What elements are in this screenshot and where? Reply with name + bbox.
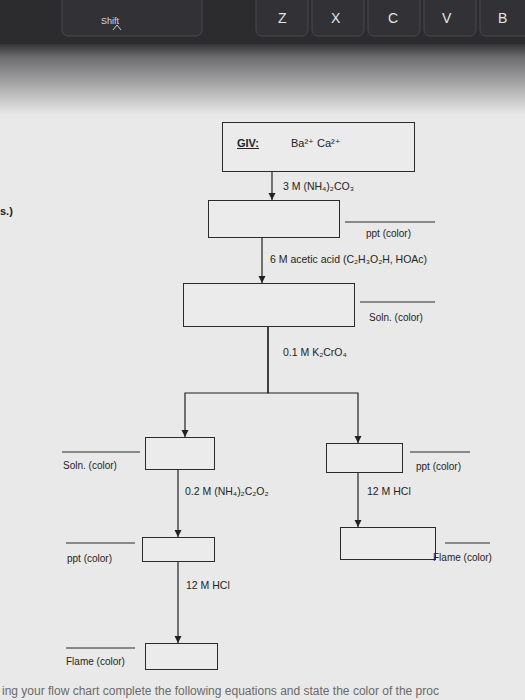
- answer-line: [62, 452, 140, 453]
- result-label: Flame (color): [433, 552, 492, 564]
- answer-lines: [62, 222, 490, 648]
- flow-arrow: [185, 327, 268, 437]
- flow-arrow: [271, 172, 272, 200]
- keyboard-key-label: C: [388, 10, 398, 26]
- result-box: Flame (color): [340, 527, 436, 560]
- flow-arrow: [177, 562, 178, 643]
- reagent-label: 6 M acetic acid (C₂H₃O₂H, HOAc): [270, 253, 427, 265]
- result-box: ppt (color): [326, 443, 403, 473]
- result-box: ppt (color): [142, 537, 215, 562]
- answer-line: [360, 302, 435, 303]
- reagent-label: 12 M HCl: [186, 579, 230, 591]
- keyboard-key: [256, 0, 308, 36]
- flow-arrow: [268, 327, 358, 443]
- result-box: ppt (color): [208, 200, 340, 238]
- keyboard-key-label: B: [498, 10, 507, 26]
- result-label: ppt (color): [416, 461, 461, 473]
- flow-arrow: [357, 473, 358, 527]
- sample-heading: GIV:: [237, 137, 259, 150]
- answer-line: [66, 543, 135, 544]
- reagent-label: 3 M (NH₄)₂CO₃: [283, 180, 354, 192]
- reagent-label: 0.2 M (NH₄)₂C₂O₂: [185, 485, 269, 497]
- reagent-label: 0.1 M K₂CrO₄: [283, 346, 347, 358]
- result-label: Flame (color): [66, 656, 125, 668]
- flow-arrow: [261, 238, 262, 283]
- keyboard-key-label: V: [442, 10, 451, 26]
- answer-line: [445, 543, 490, 544]
- result-label: Soln. (color): [369, 312, 423, 324]
- keyboard-key: [424, 0, 476, 36]
- result-box: Soln. (color): [145, 437, 215, 470]
- keyboard-key: [368, 0, 420, 36]
- flow-arrow: [177, 470, 178, 537]
- keyboard-key: [62, 0, 202, 36]
- keyboard-key: [312, 0, 364, 36]
- sample-box: GIV: Ba²⁺ Ca²⁺: [222, 122, 415, 172]
- question-number: s.): [0, 205, 13, 218]
- keyboard-key-label: Z: [278, 10, 287, 26]
- result-label: Soln. (color): [63, 460, 117, 472]
- keyboard-key-label: X: [331, 10, 340, 26]
- answer-line: [410, 452, 470, 453]
- result-label: ppt (color): [67, 553, 112, 565]
- instruction-text: ing your flow chart complete the followi…: [2, 685, 439, 699]
- result-label: ppt (color): [366, 228, 411, 240]
- keyboard-key: [480, 0, 525, 36]
- ion-list: Ba²⁺ Ca²⁺: [291, 137, 341, 150]
- answer-line: [345, 222, 435, 223]
- keyboard-key-label: Shift: [101, 16, 119, 26]
- reagent-label: 12 M HCl: [367, 485, 411, 497]
- answer-line: [66, 648, 135, 649]
- result-box: Soln. (color): [183, 283, 355, 327]
- result-box: Flame (color): [145, 643, 218, 670]
